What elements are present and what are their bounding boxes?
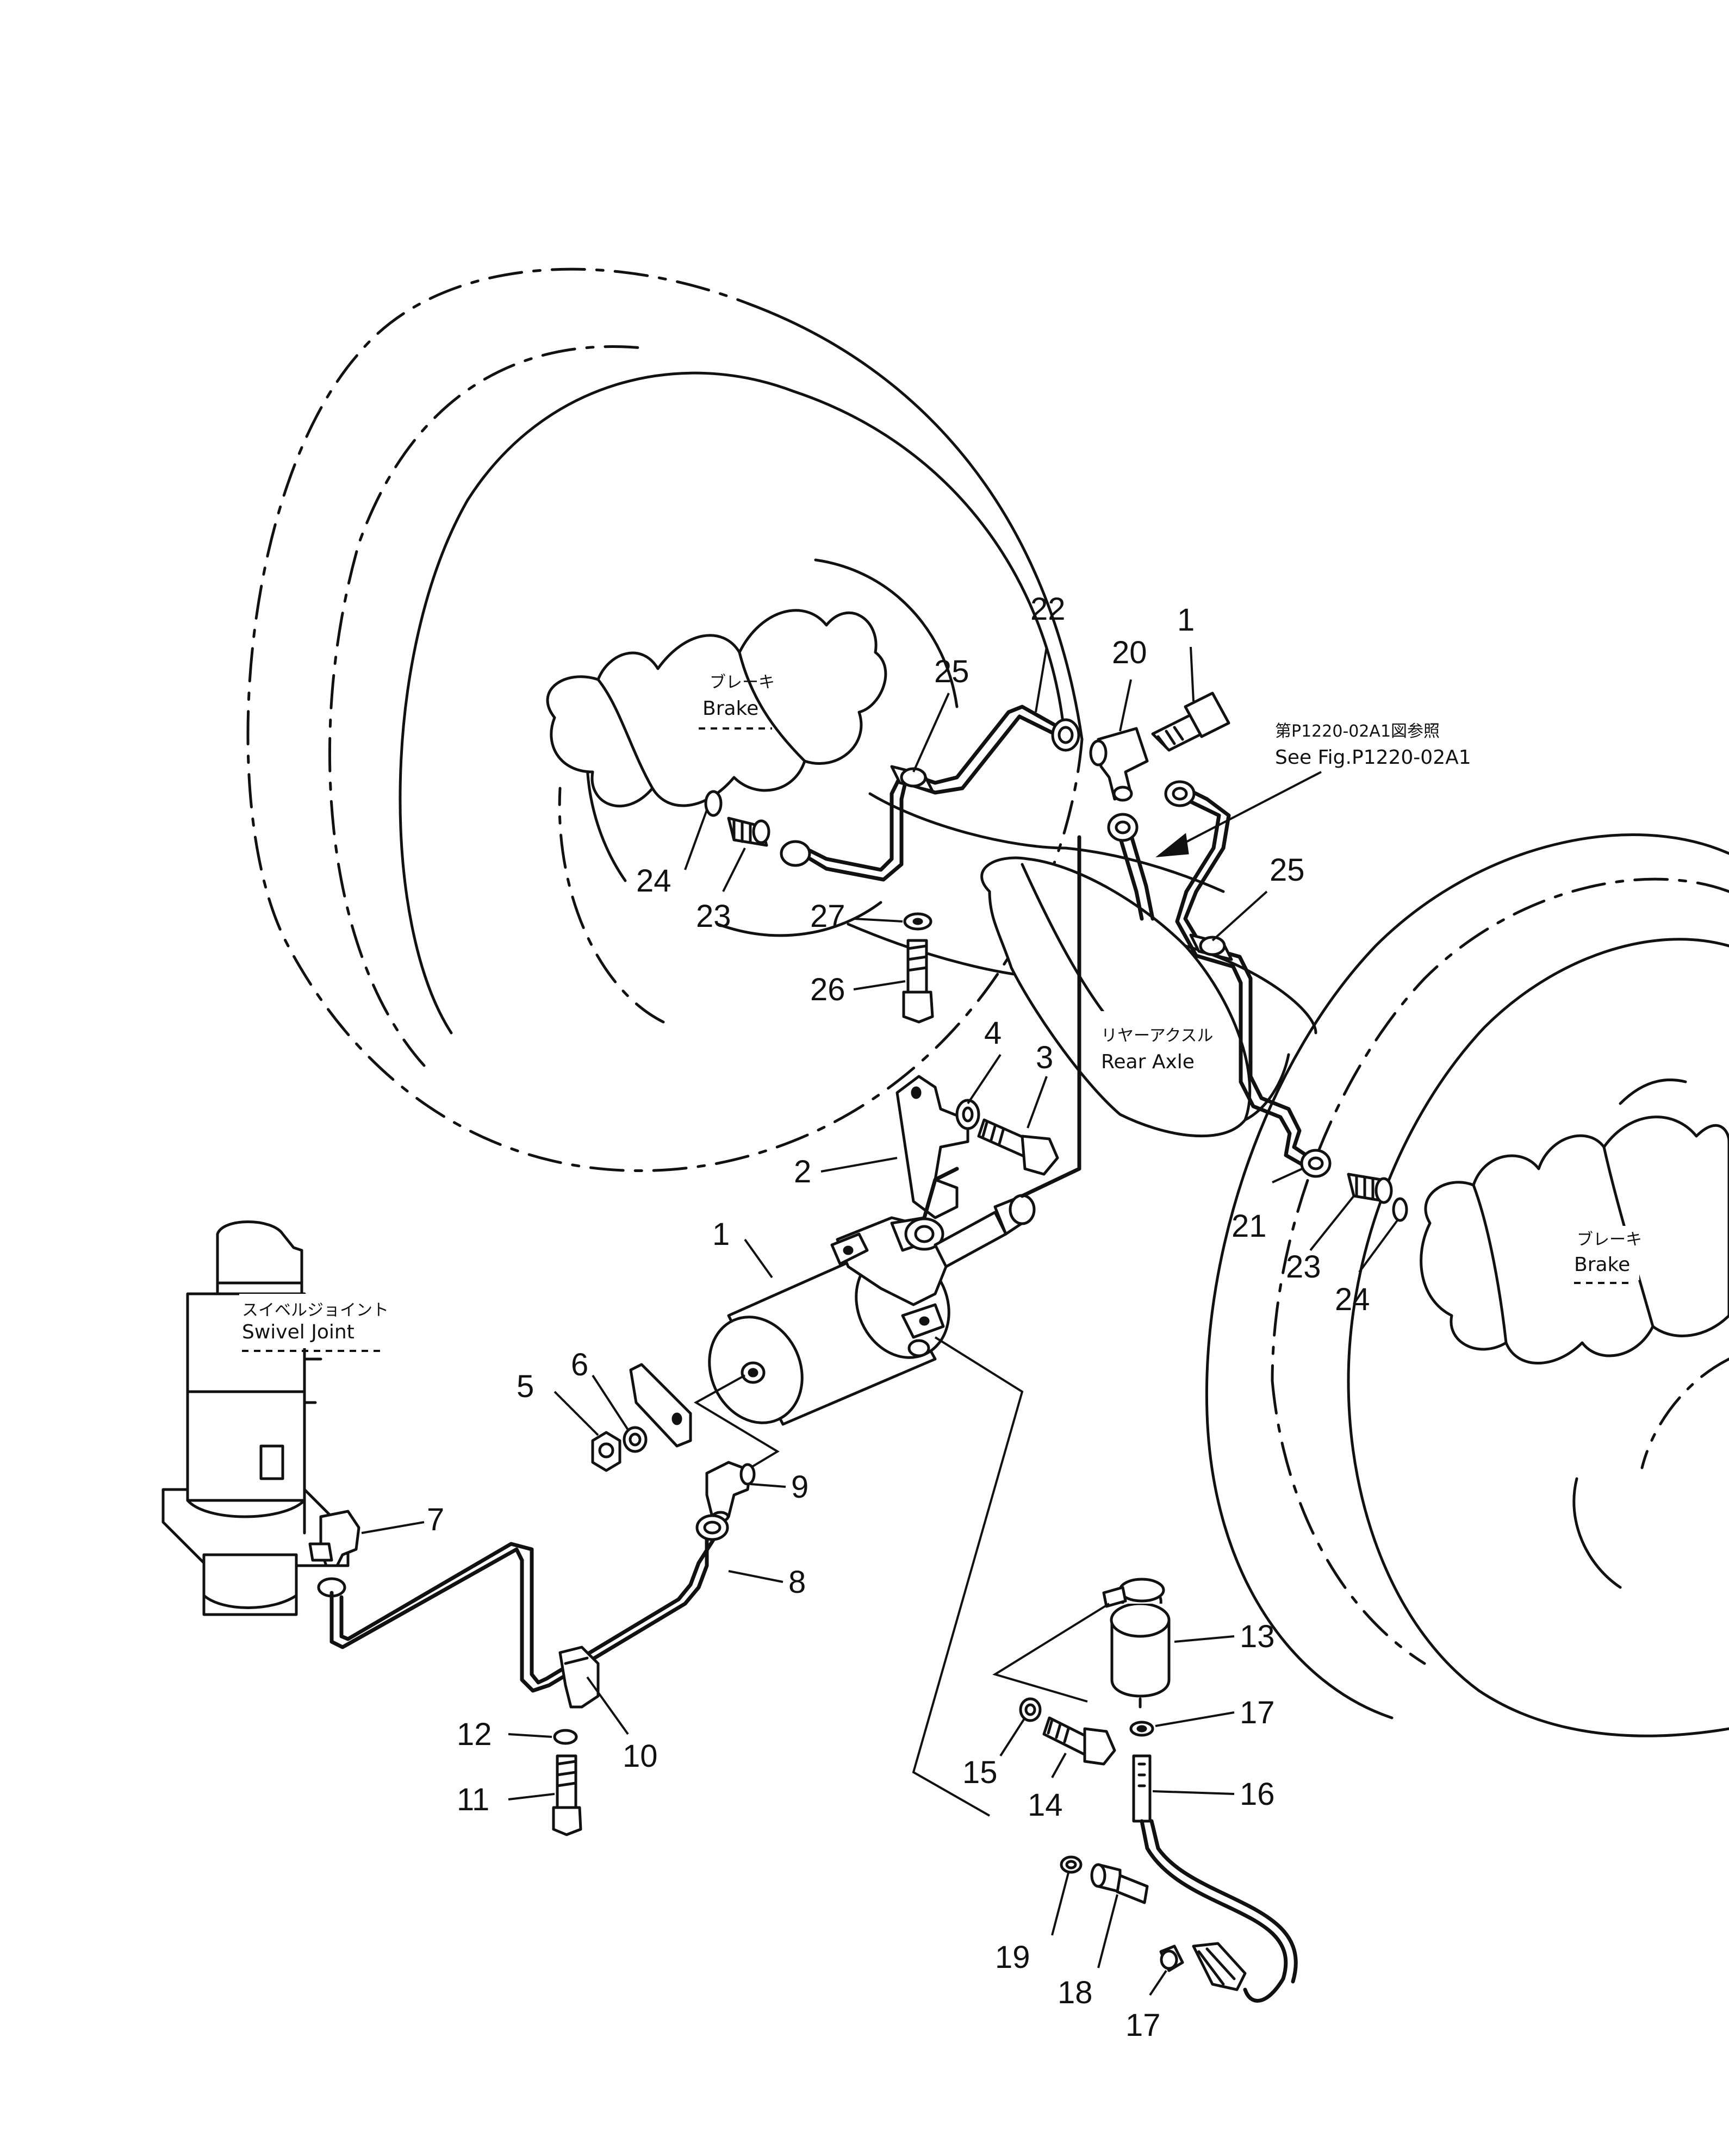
callout-21: 21 [1232, 1208, 1267, 1244]
see-fig-label-en: See Fig.P1220-02A1 [1275, 746, 1471, 769]
bracket-2 [895, 1075, 969, 1219]
callout-25-right: 25 [1270, 852, 1305, 888]
callout-24-right: 24 [1335, 1282, 1370, 1317]
valve-accumulator-assembly [708, 1194, 1036, 1426]
clip-17-lower [1159, 1945, 1184, 1972]
callout-20: 20 [1112, 635, 1147, 670]
fitting-27-left-end [780, 840, 811, 867]
callout-11: 11 [457, 1782, 489, 1817]
callout-17-lower: 17 [1125, 2008, 1161, 2043]
bolt-3 [977, 1118, 1059, 1176]
swivel-label-jp: スイベルジョイント [242, 1301, 389, 1320]
reservoir-13 [1102, 1578, 1171, 1709]
rear-axle-label-en: Rear Axle [1101, 1051, 1195, 1073]
callout-17-upper: 17 [1240, 1695, 1275, 1730]
bracket-6-plate [629, 1363, 692, 1448]
fitting-21 [1300, 1149, 1332, 1178]
right-brake-label-en: Brake [1574, 1254, 1630, 1276]
fitting-right-upper [1164, 780, 1196, 807]
callout-7: 7 [427, 1502, 444, 1537]
washer-6 [623, 1426, 648, 1453]
fitting-18 [1090, 1863, 1149, 1904]
callout-27: 27 [810, 899, 845, 934]
fitting-down-see-fig [1107, 813, 1139, 842]
callout-3: 3 [1036, 1040, 1053, 1075]
pipe-8-and-clamp-10 [329, 1514, 729, 1693]
callout-25-left: 25 [934, 654, 969, 689]
swivel-joint [161, 1220, 350, 1616]
see-fig-label-jp: 第P1220-02A1図参照 [1275, 722, 1440, 741]
callout-24-left: 24 [636, 863, 671, 899]
tee-fitting-20 [1089, 727, 1149, 802]
callout-1-lower: 1 [712, 1217, 730, 1252]
washer-15 [1019, 1697, 1042, 1722]
washer-27 [903, 912, 932, 931]
fittings-upper [704, 691, 1408, 1222]
right-brake-housing [1420, 1078, 1729, 1364]
right-tire [1205, 833, 1729, 1737]
left-brake-label-en: Brake [702, 697, 758, 720]
callout-15: 15 [962, 1755, 998, 1790]
callout-19: 19 [995, 1940, 1030, 1975]
pipe-accumulator-axle [922, 835, 1081, 1220]
callout-22: 22 [1030, 591, 1066, 627]
bolt-14 [1042, 1716, 1116, 1766]
callout-16: 16 [1240, 1777, 1275, 1812]
callout-numbers: 1 20 22 25 25 24 23 27 26 4 3 2 1 21 23 … [427, 591, 1370, 2043]
clamp-25-right [1189, 933, 1233, 961]
callout-leaders [361, 646, 1398, 1996]
fitting-23-right [1347, 1173, 1393, 1204]
callout-13: 13 [1240, 1619, 1275, 1654]
washer-4 [955, 1099, 980, 1130]
callout-5: 5 [517, 1369, 534, 1404]
bracket-lines-13 [992, 1603, 1110, 1703]
callout-12: 12 [457, 1717, 492, 1752]
callout-8: 8 [788, 1565, 806, 1600]
nut-5 [591, 1431, 621, 1472]
see-fig-callout: 第P1220-02A1図参照 See Fig.P1220-02A1 [1155, 722, 1471, 857]
rear-axle-label: リヤーアクスル Rear Axle [1093, 1011, 1218, 1082]
clip-17-upper [1129, 1721, 1154, 1737]
bolt-26 [902, 939, 934, 1024]
callout-18: 18 [1058, 1975, 1093, 2010]
bolt-1-upper [1151, 691, 1230, 752]
swivel-label-en: Swivel Joint [242, 1321, 354, 1343]
right-brake-label-jp: ブレーキ [1577, 1230, 1642, 1249]
oring-19 [1060, 1855, 1083, 1874]
oring-24-right [1392, 1197, 1408, 1222]
left-brake-label-jp: ブレーキ [710, 673, 775, 692]
hose-end [1192, 1942, 1247, 1991]
callout-6: 6 [571, 1347, 588, 1382]
fitting-23-left [727, 817, 770, 847]
elbow-9 [705, 1461, 756, 1523]
bolt-11 [552, 1754, 582, 1836]
left-brake-housing [546, 609, 887, 808]
callout-23-right: 23 [1286, 1249, 1321, 1285]
callout-26: 26 [810, 972, 845, 1007]
washer-12 [553, 1729, 578, 1745]
callout-10: 10 [623, 1738, 658, 1774]
callout-1-upper: 1 [1177, 602, 1195, 638]
callout-2: 2 [794, 1154, 811, 1189]
fitting-22 [1051, 718, 1080, 752]
oring-24-left [704, 790, 723, 817]
swivel-joint-label: スイベルジョイント Swivel Joint [239, 1294, 389, 1352]
clamp-25-left [890, 765, 934, 793]
hose-16 [1132, 1754, 1298, 2003]
right-brake-label: ブレーキ Brake [1574, 1226, 1642, 1284]
left-brake-label: ブレーキ Brake [699, 673, 775, 730]
callout-23-left: 23 [696, 899, 731, 934]
pipe-accumulator-9 [694, 1336, 1024, 1817]
callout-9: 9 [791, 1469, 808, 1505]
callout-14: 14 [1028, 1787, 1063, 1823]
callout-4: 4 [984, 1015, 1002, 1051]
rear-axle-label-jp: リヤーアクスル [1101, 1026, 1213, 1045]
clamp-10 [558, 1646, 600, 1709]
